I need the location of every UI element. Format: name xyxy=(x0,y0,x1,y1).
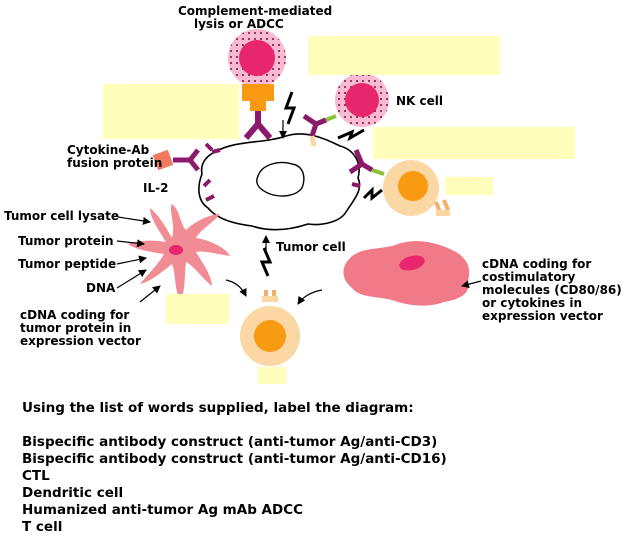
label-complement-line1: Complement-mediated xyxy=(178,4,333,18)
label-fusion-line2: fusion protein xyxy=(67,156,163,170)
word-list-item: T cell xyxy=(22,519,63,535)
dendritic-cell xyxy=(128,204,230,300)
fibroblast-cell xyxy=(343,241,470,306)
complement-effector-cell xyxy=(228,29,286,140)
cytotoxic-lightning-bolts xyxy=(259,91,383,277)
answer-box-3[interactable] xyxy=(373,127,575,159)
label-cdna-right-line3: molecules (CD80/86) xyxy=(482,283,622,297)
label-cdna-left-line2: tumor protein in xyxy=(20,321,132,335)
answer-box-2[interactable] xyxy=(103,84,239,139)
word-list-item: Humanized anti-tumor Ag mAb ADCC xyxy=(22,502,304,518)
t-cell xyxy=(240,290,300,366)
label-il2: IL-2 xyxy=(143,181,169,195)
label-cdna-left-line3: expression vector xyxy=(20,334,141,348)
label-tumor-cell: Tumor cell xyxy=(276,240,346,254)
word-list: Bispecific antibody construct (anti-tumo… xyxy=(22,434,447,536)
label-cdna-right-line5: expression vector xyxy=(482,309,603,323)
word-list-item: Dendritic cell xyxy=(22,485,124,501)
label-tumor-cell-lysate: Tumor cell lysate xyxy=(4,209,119,223)
answer-box-1[interactable] xyxy=(308,36,500,75)
nk-cell xyxy=(302,73,389,147)
label-cdna-right-line1: cDNA coding for xyxy=(482,257,592,271)
label-nk-cell: NK cell xyxy=(396,94,443,108)
answer-box-4[interactable] xyxy=(445,177,493,195)
word-list-item: CTL xyxy=(22,468,50,484)
word-list-item: Bispecific antibody construct (anti-tumo… xyxy=(22,451,447,467)
label-complement-line2: lysis or ADCC xyxy=(194,17,284,31)
label-cdna-right-line4: or cytokines in xyxy=(482,296,583,310)
label-dna: DNA xyxy=(86,281,116,295)
answer-box-5[interactable] xyxy=(166,294,229,324)
label-cdna-right-line2: costimulatory xyxy=(482,270,576,284)
label-fusion-line1: Cytokine-Ab xyxy=(67,143,150,157)
ctl-cell xyxy=(348,149,450,216)
instructions: Using the list of words supplied, label … xyxy=(22,400,414,416)
tumor-cell xyxy=(198,133,361,231)
answer-box-6[interactable] xyxy=(258,367,286,384)
pointer-arrows xyxy=(116,120,482,305)
label-tumor-peptide: Tumor peptide xyxy=(18,257,117,271)
label-cdna-left-line1: cDNA coding for xyxy=(20,308,130,322)
label-tumor-protein: Tumor protein xyxy=(18,234,114,248)
word-list-item: Bispecific antibody construct (anti-tumo… xyxy=(22,434,438,450)
bound-antibodies xyxy=(205,148,361,202)
tumor-immunotherapy-diagram xyxy=(116,29,482,366)
cytokine-ab-fusion-protein xyxy=(152,142,214,188)
